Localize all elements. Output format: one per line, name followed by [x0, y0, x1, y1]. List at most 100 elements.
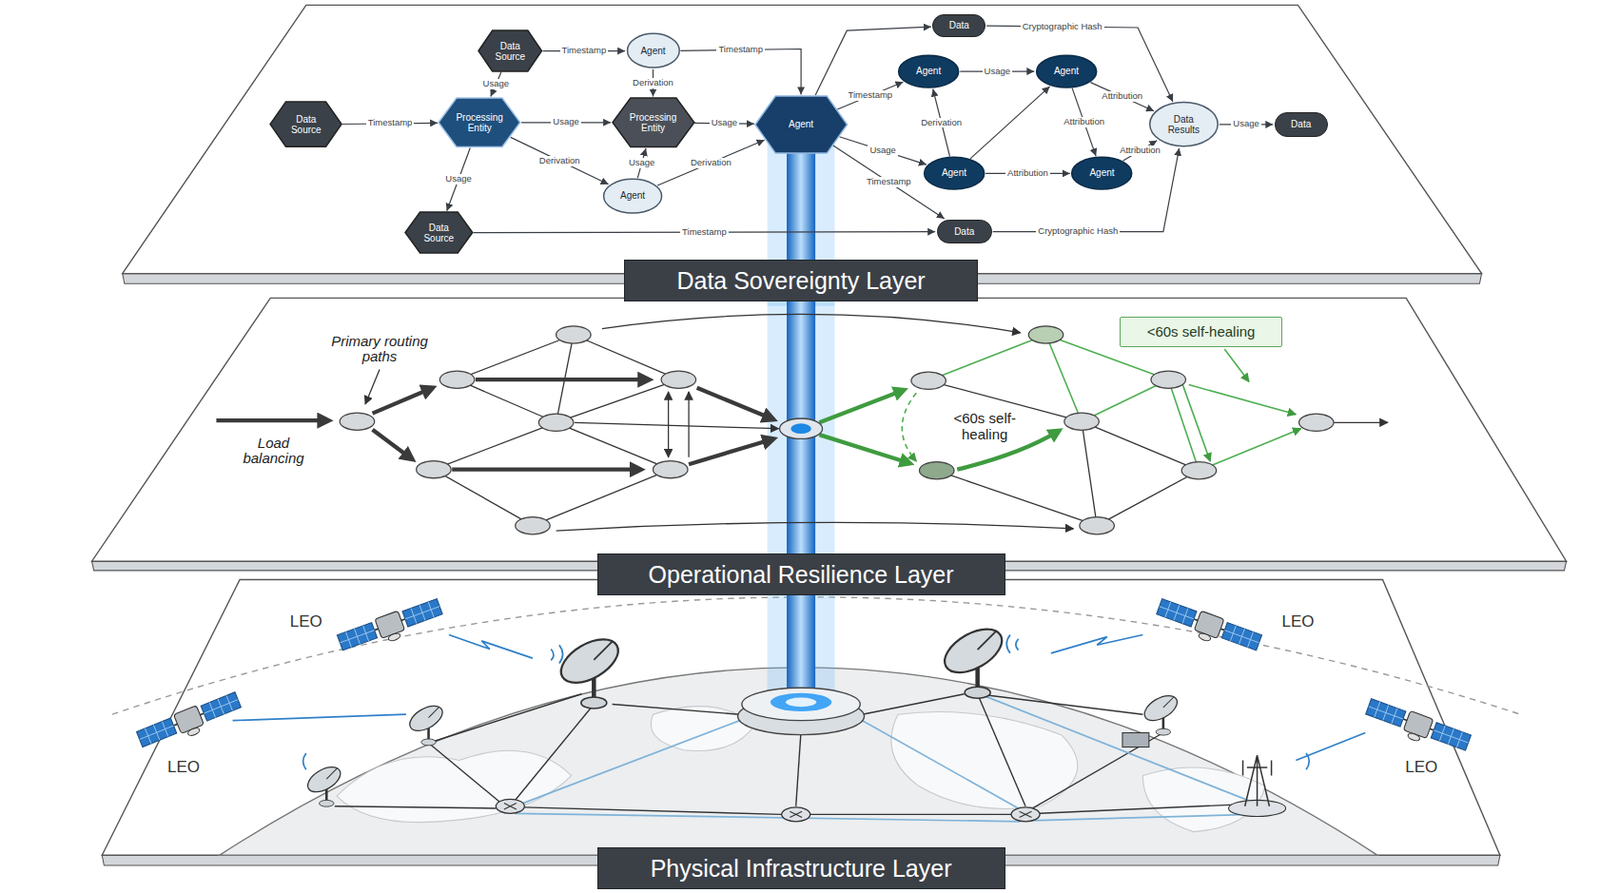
callout-box: <60s self-healing: [1119, 316, 1284, 348]
node-text-block: Processing Entity: [454, 112, 506, 134]
pill-node: Data: [1274, 112, 1328, 137]
node-label: Data Source: [284, 114, 330, 136]
satellites: [136, 597, 1472, 760]
edge-label: Usage: [626, 157, 657, 169]
layer-title: Data Sovereignty Layer: [642, 266, 959, 295]
edge-label: Usage: [481, 78, 511, 90]
mesh-nodes: [339, 326, 1334, 535]
self-healing-paths: [819, 390, 1059, 470]
connector: [970, 86, 1051, 159]
ellipse-shape: [923, 157, 984, 191]
edge-label: Attribution: [1099, 91, 1145, 102]
annotation-label: Load balancing: [230, 435, 316, 468]
node-label: Agent: [1044, 66, 1089, 78]
ellipse-node: Agent: [603, 178, 663, 214]
node-text-block: Data Results: [1158, 114, 1210, 136]
node-label: Data: [936, 19, 982, 31]
annotation-label: <60s self-healing: [932, 410, 1037, 443]
node-text-block: Agent: [1079, 168, 1124, 179]
satellite-label: LEO: [290, 613, 323, 632]
satellite-label: LEO: [167, 759, 200, 778]
globe: [219, 667, 1379, 856]
edge-label: Attribution: [1117, 145, 1163, 157]
ellipse-shape: [1072, 157, 1132, 191]
ellipse-shape: [604, 178, 663, 214]
node-text-block: Agent: [611, 190, 655, 201]
ellipse-node: Agent: [626, 33, 681, 68]
core-hub: [738, 687, 865, 735]
connector: [986, 25, 1173, 102]
annotation-label: Primary routing paths: [330, 333, 430, 366]
ellipse-shape: [1150, 102, 1218, 147]
pill-node: Data: [936, 219, 993, 245]
node-label: Agent: [611, 190, 655, 201]
edge-label: Derivation: [918, 117, 964, 129]
node-text-block: Data: [940, 226, 989, 237]
data-beam-glow: [767, 295, 836, 582]
edge-label: Timestamp: [366, 117, 415, 129]
hexagon-node: Processing Entity: [438, 97, 521, 148]
node-text-block: Data Source: [417, 221, 460, 243]
node-label: Processing Entity: [627, 112, 679, 134]
ellipse-node: Agent: [1035, 55, 1097, 88]
ellipse-shape: [626, 34, 680, 69]
network-nodes: [495, 799, 1040, 822]
node-text-block: Processing Entity: [627, 112, 679, 134]
edge-label: Derivation: [688, 157, 734, 169]
data-beam: [786, 571, 816, 705]
node-label: Agent: [906, 66, 951, 78]
ellipse-node: Agent: [897, 55, 959, 88]
edge-label: Attribution: [1061, 117, 1107, 128]
node-text-block: Agent: [772, 118, 830, 130]
layer-panel: Physical Infrastructure Layer LEO LEO LEO LE…: [92, 575, 1588, 893]
node-label: Agent: [772, 118, 830, 130]
node-text-block: Agent: [633, 45, 672, 57]
hexagon-shape: [438, 97, 521, 148]
hexagon-node: Agent: [755, 96, 848, 154]
edge-label: Timestamp: [680, 227, 729, 238]
node-text-block: Data Source: [284, 114, 330, 136]
edge-label: Derivation: [630, 78, 676, 89]
hexagon-shape: [405, 212, 473, 254]
primary-routing-arrows: [215, 379, 774, 469]
node-label: Agent: [1079, 168, 1124, 179]
satellite-label: LEO: [1404, 759, 1438, 778]
edge-label: Usage: [550, 117, 581, 128]
layer-label: Physical Infrastructure Layer: [597, 847, 1006, 890]
node-label: Data: [940, 226, 989, 237]
edge-label: Timestamp: [560, 45, 609, 57]
node-label: <60s self-healing: [1131, 323, 1272, 340]
layer-title: Operational Resilience Layer: [615, 560, 988, 589]
satellite-label: LEO: [1281, 613, 1314, 632]
edge-label: Timestamp: [846, 90, 896, 101]
node-text-block: Agent: [1044, 66, 1089, 78]
connector: [839, 136, 927, 165]
node-label: Processing Entity: [454, 112, 506, 134]
hexagon-shape: [270, 101, 342, 147]
edge-label: Timestamp: [716, 44, 765, 56]
node-label: Data Results: [1158, 114, 1210, 136]
node-text-block: <60s self-healing: [1131, 323, 1272, 340]
fiber-links: [515, 696, 1250, 822]
hexagon-shape: [755, 96, 848, 154]
self-healing-links: [901, 334, 1301, 471]
edge-label: Usage: [867, 145, 898, 157]
connector: [837, 81, 903, 110]
node-label: Data Source: [490, 39, 530, 61]
ellipse-node: Data Results: [1149, 101, 1219, 147]
layer-label: Operational Resilience Layer: [597, 553, 1006, 596]
connector: [993, 148, 1180, 233]
ellipse-node: Agent: [923, 156, 985, 190]
hexagon-shape: [612, 97, 695, 148]
layer-label: Data Sovereignty Layer: [624, 259, 977, 302]
mesh-links: [365, 313, 1388, 531]
connector: [1090, 82, 1154, 112]
node-label: Data Source: [417, 221, 460, 243]
ellipse-shape: [898, 55, 959, 88]
hexagon-node: Data Source: [478, 30, 543, 72]
layer-panel: Data Sovereignty LayerData SourceAgentDa…: [114, 0, 1487, 305]
edge-label: Usage: [443, 174, 473, 185]
ellipse-node: Agent: [1071, 156, 1132, 190]
edge-label: Usage: [982, 66, 1013, 78]
edge-label: Cryptographic Hash: [1020, 21, 1105, 33]
